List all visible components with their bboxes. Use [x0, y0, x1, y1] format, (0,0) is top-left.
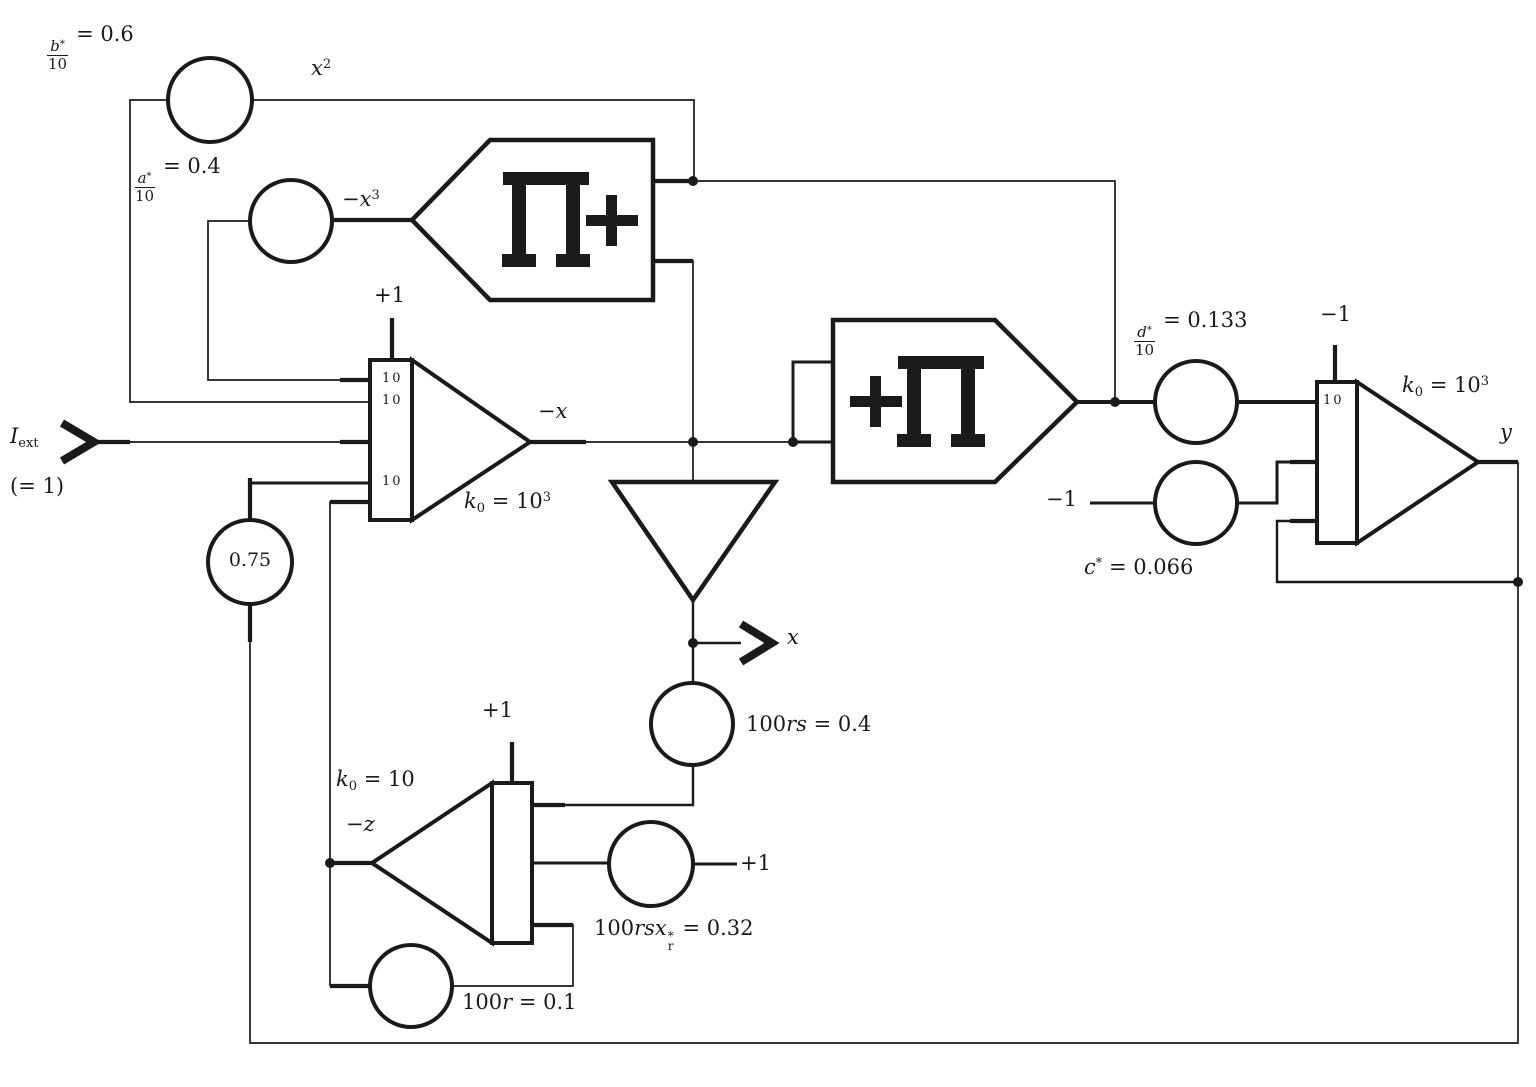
multiplier-2-body	[830, 317, 1081, 485]
x-integrator-port1-gain: 10	[382, 371, 403, 386]
x-integrator	[368, 356, 534, 524]
x-output-terminal-icon	[738, 620, 780, 666]
pot-075-value: 0.75	[228, 549, 272, 571]
x-integrator-port4-gain: 10	[382, 474, 403, 489]
product-symbol	[502, 172, 590, 267]
z-amplifier-amp-triangle	[368, 779, 494, 947]
pot-100r-label: 100r = 0.1	[462, 990, 577, 1014]
minus1-c-label: −1	[1046, 487, 1077, 511]
junction-dots	[325, 176, 1523, 868]
inverter	[607, 479, 780, 604]
junction-dot	[688, 437, 698, 447]
x-integrator-k0-label: k0 = 103	[464, 489, 551, 516]
y-integrator-k0-label: k0 = 103	[1402, 373, 1489, 400]
pot-c-circle	[1153, 460, 1239, 546]
junction-dot	[788, 437, 798, 447]
wire-zamp-p1-from-rs	[532, 766, 695, 807]
z-amplifier	[368, 779, 534, 947]
junction-dot	[688, 176, 698, 186]
plus-symbol	[850, 376, 902, 427]
wire-stubs	[96, 178, 1518, 989]
multiplier-2	[830, 317, 1081, 485]
x-output-label: x	[787, 625, 799, 649]
pot-b-circle	[166, 56, 254, 144]
minus-x-cubed-label: −x3	[342, 187, 380, 211]
pot-100r-circle	[368, 943, 454, 1029]
minus-x-label: −x	[538, 399, 568, 423]
x-integrator-ic-label: +1	[374, 283, 405, 307]
i-ext-value-label: (= 1)	[10, 474, 65, 498]
pot-d-label: d*10= 0.133	[1134, 308, 1248, 359]
x-integrator-amp-triangle	[410, 356, 534, 524]
input-terminal-icon	[59, 419, 102, 465]
wire-yint-p3-bracket	[1275, 519, 1518, 584]
wire-bpot-to-port2	[129, 99, 370, 403]
wire-bottom-feedback-rail	[249, 462, 1519, 1044]
x-integrator-port2-gain: 10	[382, 393, 403, 408]
junction-dot	[1513, 577, 1523, 587]
wire-apot-to-port1	[207, 220, 345, 381]
pot-100rsxr-circle	[607, 820, 695, 908]
plus1-rsxr-label: +1	[740, 851, 771, 875]
product-symbol	[897, 356, 985, 447]
plus-symbol	[586, 195, 638, 246]
terminals	[59, 419, 780, 666]
junction-dot	[325, 858, 335, 868]
multiplier-1	[408, 137, 656, 303]
z-amplifier-k0-label: k0 = 10	[336, 767, 415, 794]
y-integrator	[1315, 378, 1482, 547]
y-output-label: y	[1500, 420, 1512, 444]
multiplier-1-body	[408, 137, 656, 303]
z-amplifier-ic-label: +1	[482, 698, 513, 722]
wire-x2-rail-right	[694, 180, 1116, 402]
pot-a-label: a*10= 0.4	[134, 154, 221, 205]
y-integrator-port1-gain: 10	[1323, 393, 1344, 408]
wire-z-feedback-up	[329, 501, 370, 986]
pot-100rs-circle	[649, 681, 735, 767]
wire-mult2-input-bracket	[791, 360, 833, 444]
pot-100rs-label: 100rs = 0.4	[746, 712, 872, 736]
potentiometers	[166, 56, 1239, 1029]
y-integrator-ic-label: −1	[1320, 302, 1351, 326]
wire-mult1-p2-down	[653, 260, 694, 442]
z-amplifier-input-network	[490, 781, 534, 945]
wire-cpot-to-yint-p2	[1237, 460, 1317, 505]
pot-b-label: b*10= 0.6	[47, 22, 134, 73]
pot-100rsxr-label: 100rsx*r = 0.32	[594, 916, 754, 954]
inverter-triangle	[607, 479, 780, 604]
x-squared-label: x2	[311, 56, 332, 80]
wire-x2-top-rail	[253, 99, 695, 181]
i-ext-label: Iext	[10, 424, 39, 451]
pot-c-label: c* = 0.066	[1084, 555, 1194, 579]
junction-dot	[688, 638, 698, 648]
pot-a-circle	[248, 178, 334, 264]
pot-075-circle	[206, 518, 294, 606]
junction-dot	[1110, 397, 1120, 407]
minus-z-label: −z	[346, 812, 375, 836]
y-integrator-amp-triangle	[1355, 378, 1482, 547]
pot-d-circle	[1153, 359, 1239, 445]
